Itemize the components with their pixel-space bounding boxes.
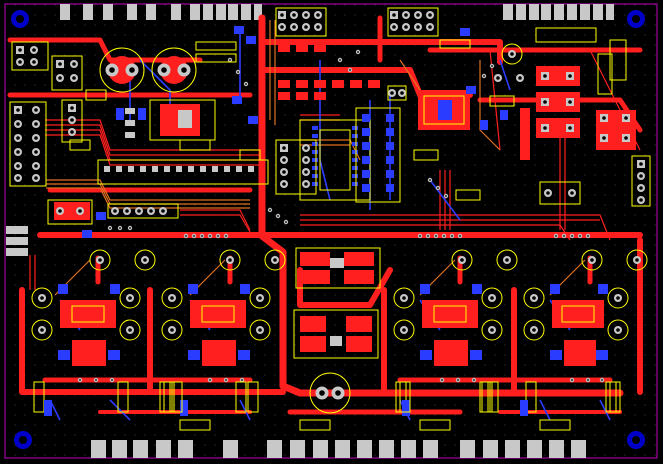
ic-top-right-center[interactable] — [418, 90, 470, 130]
dip-header-row-2[interactable] — [107, 203, 179, 219]
transistor-array-right[interactable] — [536, 66, 580, 138]
capacitor-c2[interactable] — [151, 47, 197, 93]
diode-block-right[interactable] — [520, 108, 581, 205]
header-block-top-left[interactable] — [11, 41, 49, 71]
channel-2[interactable] — [161, 249, 286, 413]
header-top-center-1[interactable] — [275, 7, 327, 37]
header-top-center-2[interactable] — [387, 7, 439, 37]
channel-3[interactable] — [393, 249, 518, 413]
left-edge-connector[interactable] — [6, 226, 28, 256]
channel-4[interactable] — [523, 249, 648, 413]
smd-components — [44, 26, 528, 416]
silkscreen-outlines — [69, 27, 627, 431]
capacitor-top-right[interactable] — [494, 43, 524, 82]
dip-ic-center-left[interactable] — [275, 139, 317, 195]
header-right-edge[interactable] — [631, 155, 651, 207]
microcontroller-ic[interactable] — [299, 119, 371, 201]
mounting-hole-bottom-left — [14, 431, 32, 449]
header-block-left-small[interactable] — [51, 55, 83, 91]
power-stage-center-lower[interactable] — [293, 309, 379, 359]
power-traces — [7, 14, 643, 415]
power-stage-center-upper[interactable] — [295, 247, 381, 289]
header-block-left-column[interactable] — [61, 99, 83, 143]
mounting-hole-bottom-right — [627, 431, 645, 449]
header-block-left-2x6[interactable] — [9, 101, 47, 187]
header-block-left-mid[interactable] — [47, 199, 93, 225]
dip-ic-center-right[interactable] — [355, 107, 401, 203]
relay-column-right[interactable] — [596, 53, 636, 150]
capacitor-center-bottom[interactable] — [309, 372, 351, 414]
mounting-hole-top-left — [11, 10, 29, 28]
channel-1[interactable] — [31, 249, 156, 413]
crystal-oscillator[interactable] — [387, 85, 407, 101]
board-outline — [4, 3, 658, 459]
voltage-regulator[interactable] — [125, 99, 216, 141]
smd-row-top-center[interactable] — [278, 44, 380, 100]
bottom-edge-connector[interactable] — [91, 440, 586, 458]
mounting-hole-top-right — [627, 10, 645, 28]
top-edge-connector-left[interactable] — [60, 4, 262, 20]
dip-header-row-1[interactable] — [97, 159, 269, 185]
top-edge-connector-right[interactable] — [503, 4, 614, 20]
capacitor-c1[interactable] — [99, 47, 145, 93]
